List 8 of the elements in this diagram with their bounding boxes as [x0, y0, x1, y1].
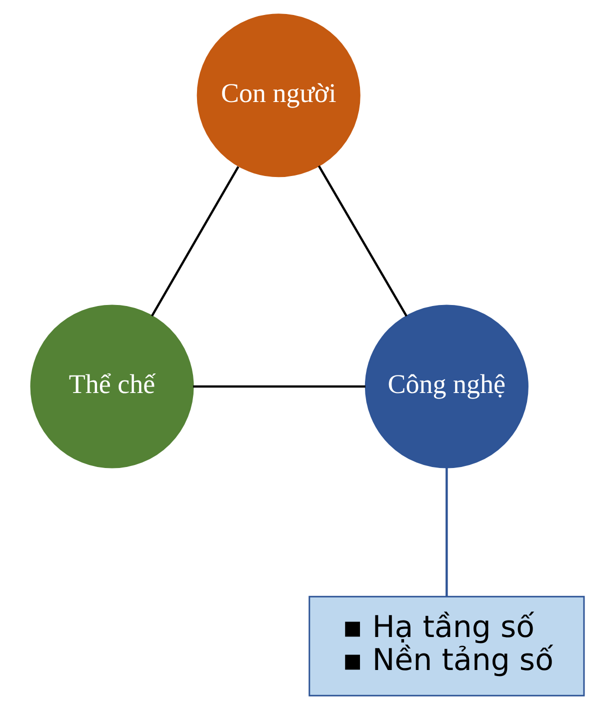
- node-circle: Công nghệ: [364, 304, 528, 468]
- node-box: ▪ Hạ tầng số ▪ Nền tảng số: [308, 596, 584, 696]
- node-circle: Con người: [196, 14, 360, 178]
- connector: [445, 468, 448, 596]
- connector: [192, 385, 365, 388]
- node-circle: Thể chế: [30, 304, 194, 468]
- connector: [150, 166, 239, 316]
- connector: [317, 165, 407, 317]
